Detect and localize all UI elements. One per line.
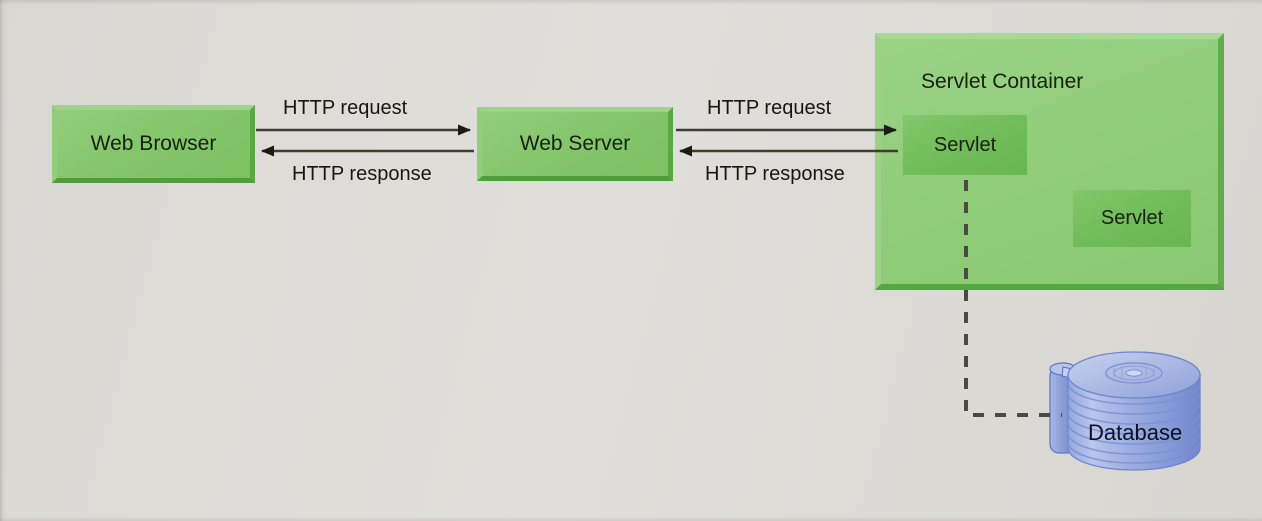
database-disk-stack-icon[interactable] [1036,345,1236,485]
flow-label-server-to-browser-response: HTTP response [292,163,432,185]
node-web-browser[interactable]: Web Browser [52,105,255,183]
web-server-label: Web Server [519,132,631,155]
flow-label-browser-to-server-request: HTTP request [283,97,408,119]
servlet-1-label: Servlet [933,133,997,156]
database-label: Database [1088,420,1183,445]
page-edge-left [0,0,7,521]
page-edge-top [0,0,1262,5]
web-server-box-inner [482,112,668,176]
node-servlet-2[interactable]: Servlet [1068,185,1196,252]
servlet-1-box-inner [903,115,1027,175]
node-servlet-1[interactable]: Servlet [898,110,1032,180]
node-web-server[interactable]: Web Server [477,107,673,181]
servlet-2-box-inner [1073,190,1191,247]
flow-label-servlet-to-server-response: HTTP response [705,163,845,185]
database-top-platter [1067,351,1201,399]
servlet-container-label: Servlet Container [921,70,1084,93]
page-edge-bottom [0,517,1262,521]
servlet-2-label: Servlet [1100,207,1164,229]
web-browser-box-inner [57,110,250,178]
flow-label-server-to-servlet-request: HTTP request [707,97,832,119]
web-browser-label: Web Browser [90,132,217,155]
database-cylinder-body [1067,374,1201,471]
